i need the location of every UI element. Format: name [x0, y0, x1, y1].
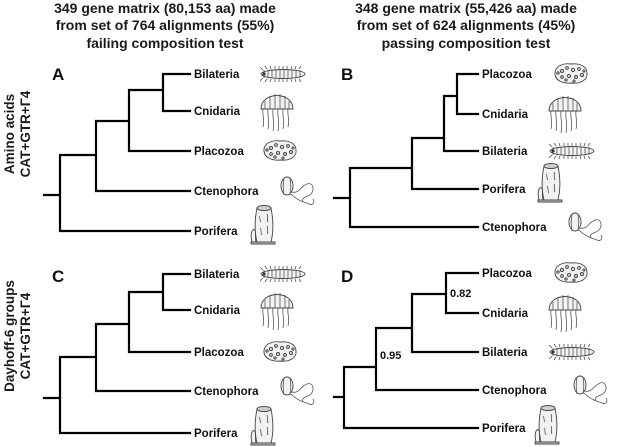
panel-letter-d: D [341, 267, 353, 286]
taxon-d-5: Porifera [482, 423, 526, 435]
support-value-2: 0.95 [380, 350, 401, 362]
panel-d: D Placozoa Cnidaria Bilateria Ctenophora… [332, 262, 608, 445]
tree-branches-c [42, 272, 192, 435]
tree-branches-a [42, 72, 192, 233]
placozoan-icon [554, 63, 588, 84]
placozoan-icon [554, 262, 588, 283]
taxon-d-1: Placozoa [482, 268, 532, 280]
taxon-a-3: Placozoa [194, 146, 244, 158]
taxon-d-4: Ctenophora [482, 385, 547, 397]
taxon-d-3: Bilateria [482, 347, 528, 359]
header-right-line-1: 348 gene matrix (55,426 aa) made [355, 0, 577, 16]
taxon-c-4: Ctenophora [194, 386, 259, 398]
row-label-bottom-line-2: CAT+GTR+Γ4 [18, 292, 33, 379]
panel-letter-c: C [52, 267, 64, 286]
comb-jelly-icon [568, 212, 603, 241]
taxon-b-3: Bilateria [482, 146, 528, 158]
comb-jelly-icon [280, 176, 315, 205]
taxon-d-2: Cnidaria [482, 308, 529, 320]
placozoan-icon [263, 341, 297, 362]
sponge-icon [250, 406, 276, 446]
annelid-worm-icon [259, 65, 306, 83]
sponge-icon [250, 205, 276, 245]
sponge-icon [534, 405, 560, 445]
tree-branches-b [332, 72, 480, 229]
jellyfish-icon [548, 95, 582, 134]
taxon-b-4: Porifera [482, 184, 526, 196]
tree-branches-d [332, 271, 480, 430]
taxon-b-1: Placozoa [482, 69, 532, 81]
header-right-line-3: passing composition test [382, 35, 551, 51]
taxon-b-5: Ctenophora [482, 222, 547, 234]
taxon-a-5: Porifera [194, 226, 238, 238]
annelid-worm-icon [548, 142, 595, 160]
panel-b: B Placozoa Cnidaria Bilateria Porifera C… [332, 63, 603, 241]
taxon-a-4: Ctenophora [194, 186, 259, 198]
jellyfish-icon [260, 93, 294, 132]
annelid-worm-icon [548, 343, 595, 361]
taxon-c-3: Placozoa [194, 347, 244, 359]
header-right-line-2: from set of 624 alignments (45%) [357, 17, 576, 33]
row-label-top-line-2: CAT+GTR+Γ4 [18, 90, 33, 177]
header-left-line-2: from set of 764 alignments (55%) [56, 17, 275, 33]
panel-a: A Bilateria Cnidaria Placozoa Ctenophora… [42, 65, 315, 245]
taxon-c-5: Porifera [194, 428, 238, 440]
row-label-bottom-line-1: Dayhoff-6 groups [2, 280, 17, 392]
support-value-1: 0.82 [450, 288, 471, 300]
comb-jelly-icon [280, 376, 315, 405]
taxon-c-2: Cnidaria [194, 305, 241, 317]
jellyfish-icon [260, 292, 294, 331]
placozoan-icon [263, 140, 297, 161]
jellyfish-icon [548, 294, 582, 333]
annelid-worm-icon [259, 265, 306, 283]
row-label-top-line-1: Amino acids [2, 94, 17, 174]
header-left-line-3: failing composition test [86, 35, 243, 51]
taxon-b-2: Cnidaria [482, 109, 529, 121]
sponge-icon [537, 163, 563, 203]
taxon-c-1: Bilateria [194, 269, 240, 281]
panel-letter-a: A [52, 65, 64, 84]
panel-c: C Bilateria Cnidaria Placozoa Ctenophora… [42, 265, 315, 446]
taxon-a-2: Cnidaria [194, 106, 241, 118]
panel-letter-b: B [341, 65, 353, 84]
header-left-line-1: 349 gene matrix (80,153 aa) made [54, 0, 276, 16]
comb-jelly-icon [573, 375, 608, 404]
taxon-a-1: Bilateria [194, 69, 240, 81]
